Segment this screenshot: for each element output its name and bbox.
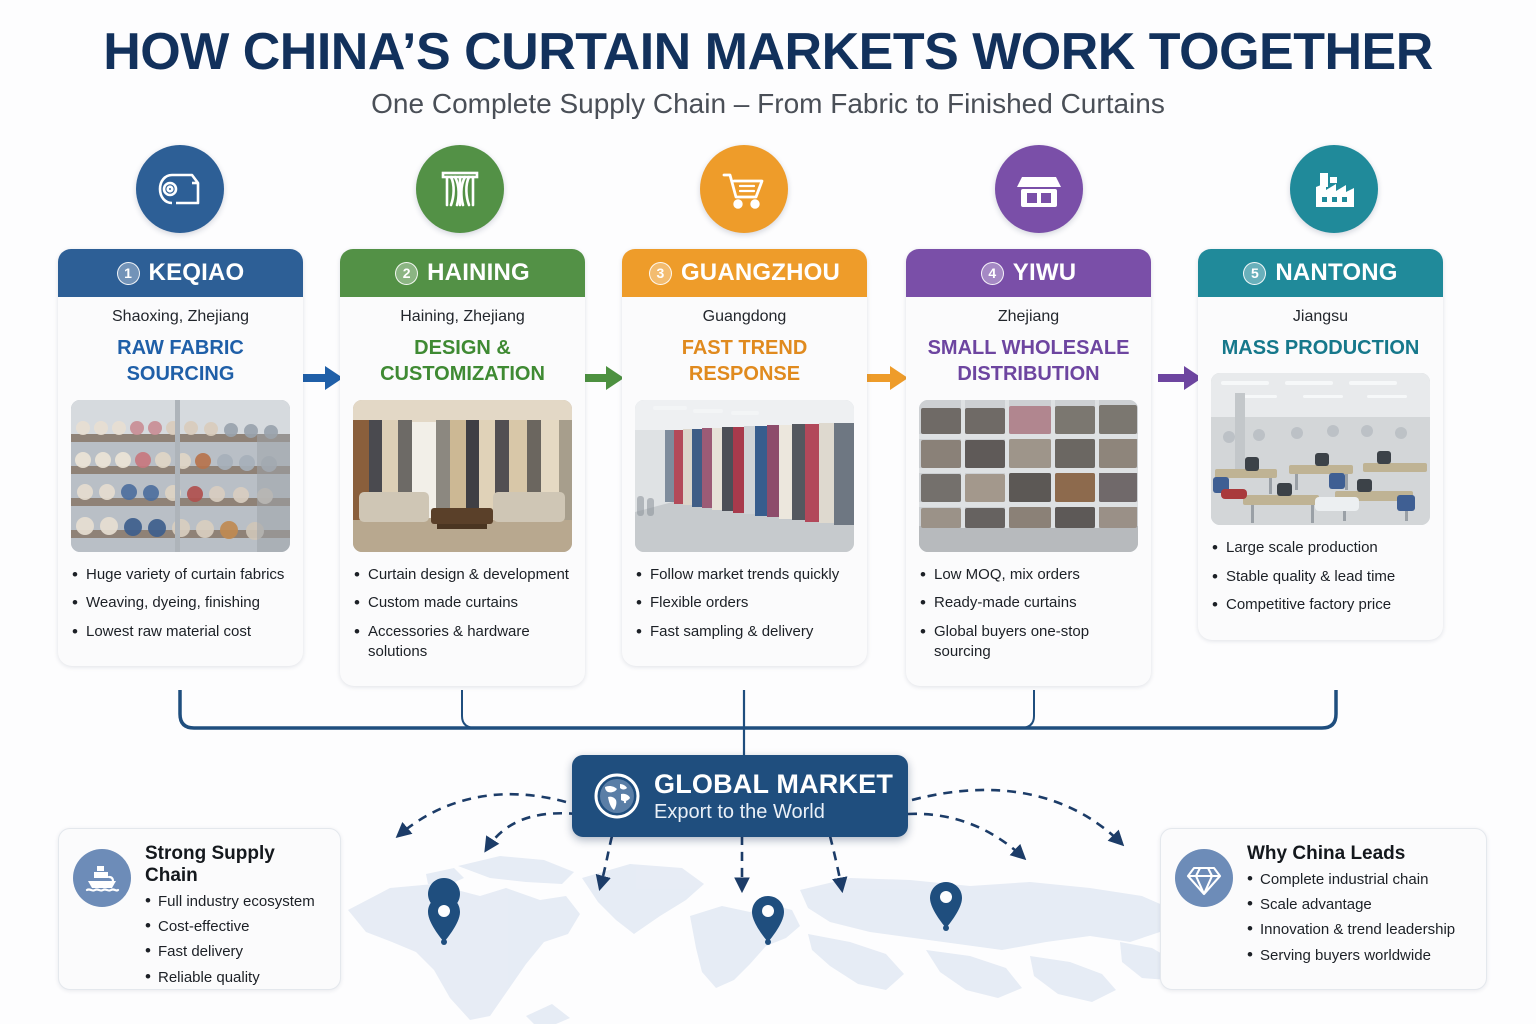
list-item: Cost-effective [145,915,324,937]
list-item: Weaving, dyeing, finishing [72,592,289,614]
arrow-yiwu-to-nantong [1158,366,1202,390]
stage-header: 1 KEQIAO [58,249,303,297]
diamond-icon [1175,849,1233,907]
list-item: Huge variety of curtain fabrics [72,564,289,586]
list-item: Flexible orders [636,592,853,614]
stage-number-badge: 1 [116,261,140,285]
list-item: Full industry ecosystem [145,890,324,912]
stage-city: KEQIAO [148,259,245,286]
stage-icon-storefront [995,145,1083,233]
stage-icon-factory [1290,145,1378,233]
stage-province: Shaoxing, Zhejiang [112,308,249,325]
stage-photo-factory-floor [1211,373,1430,526]
panel-list: Full industry ecosystem Cost-effective F… [145,890,324,988]
list-item: Global buyers one-stop sourcing [920,621,1137,663]
stage-icon-shopping-cart [700,145,788,233]
globe-icon [594,773,640,819]
stage-province: Haining, Zhejiang [400,308,525,325]
stage-photo-market-aisle [635,399,854,552]
page-subtitle: One Complete Supply Chain – From Fabric … [371,88,1165,119]
cargo-ship-icon [73,849,131,907]
list-item: Competitive factory price [1212,594,1429,616]
stage-number-badge: 4 [980,261,1004,285]
list-item: Fast sampling & delivery [636,621,853,643]
list-item: Complete industrial chain [1247,868,1470,890]
list-item: Ready-made curtains [920,592,1137,614]
stage-province: Jiangsu [1292,308,1349,325]
stage-card-nantong[interactable]: 5 NANTONG Jiangsu MASS PRODUCTION [1198,249,1443,640]
stage-icon-fabric-roll [136,145,224,233]
list-item: Stable quality & lead time [1212,566,1429,588]
arrow-guangzhou-to-yiwu [864,366,908,390]
list-item: Accessories & hardware solutions [354,621,571,663]
global-market-subtitle: Export to the World [654,800,825,823]
stage-header: 4 YIWU [906,249,1151,297]
list-item: Low MOQ, mix orders [920,564,1137,586]
stage-icon-curtain [416,145,504,233]
stage-role: RAW FABRIC SOURCING [117,337,244,386]
stage-role: MASS PRODUCTION [1221,337,1420,359]
global-market-banner[interactable]: GLOBAL MARKET Export to the World [572,755,908,837]
why-china-leads-panel: Why China Leads Complete industrial chai… [1160,828,1487,990]
stage-number-badge: 5 [1243,261,1267,285]
arrow-keqiao-to-haining [299,366,343,390]
stage-role: FAST TREND RESPONSE [681,337,808,386]
stage-city: HAINING [427,259,530,286]
list-item: Scale advantage [1247,893,1470,915]
stage-bullets: Follow market trends quickly Flexible or… [622,552,867,666]
stage-number-badge: 2 [395,261,419,285]
stage-card-haining[interactable]: 2 HAINING Haining, Zhejiang DESIGN & CUS… [340,249,585,687]
list-item: Curtain design & development [354,564,571,586]
stage-province: Zhejiang [997,308,1060,325]
stage-card-yiwu[interactable]: 4 YIWU Zhejiang SMALL WHOLESALE DISTRIBU… [906,249,1151,687]
strong-supply-chain-panel: Strong Supply Chain Full industry ecosys… [58,828,341,990]
stage-province: Guangdong [702,308,787,325]
stage-bullets: Large scale production Stable quality & … [1198,525,1443,639]
stage-photo-wholesale-shelves [919,399,1138,552]
panel-title: Why China Leads [1247,843,1406,864]
stage-header: 2 HAINING [340,249,585,297]
stage-bullets: Huge variety of curtain fabrics Weaving,… [58,552,303,666]
list-item: Follow market trends quickly [636,564,853,586]
arrow-haining-to-guangzhou [580,366,624,390]
stage-bullets: Low MOQ, mix orders Ready-made curtains … [906,552,1151,687]
stage-card-guangzhou[interactable]: 3 GUANGZHOU Guangdong FAST TREND RESPONS… [622,249,867,666]
stage-role: DESIGN & CUSTOMIZATION [380,337,545,386]
panel-title: Strong Supply Chain [145,843,275,886]
list-item: Fast delivery [145,940,324,962]
map-pins [427,878,962,945]
stage-city: YIWU [1012,259,1077,286]
list-item: Large scale production [1212,537,1429,559]
stage-city: GUANGZHOU [680,259,841,286]
stage-bullets: Curtain design & development Custom made… [340,552,585,687]
page-title: HOW CHINA’S CURTAIN MARKETS WORK TOGETHE… [103,23,1433,81]
list-item: Innovation & trend leadership [1247,918,1470,940]
stage-header: 5 NANTONG [1198,249,1443,297]
global-market-title: GLOBAL MARKET [654,768,894,799]
stage-header: 3 GUANGZHOU [622,249,867,297]
stage-role: SMALL WHOLESALE DISTRIBUTION [927,337,1130,386]
stage-number-badge: 3 [648,261,672,285]
world-map-backdrop [348,856,1206,1024]
stage-city: NANTONG [1275,259,1398,286]
stage-photo-curtain-showroom [353,399,572,552]
stage-card-keqiao[interactable]: 1 KEQIAO Shaoxing, Zhejiang RAW FABRIC S… [58,249,303,666]
stage-photo-fabric-rolls [71,399,290,552]
panel-list: Complete industrial chain Scale advantag… [1247,868,1470,966]
list-item: Lowest raw material cost [72,621,289,643]
list-item: Serving buyers worldwide [1247,944,1470,966]
list-item: Custom made curtains [354,592,571,614]
list-item: Reliable quality [145,966,324,988]
